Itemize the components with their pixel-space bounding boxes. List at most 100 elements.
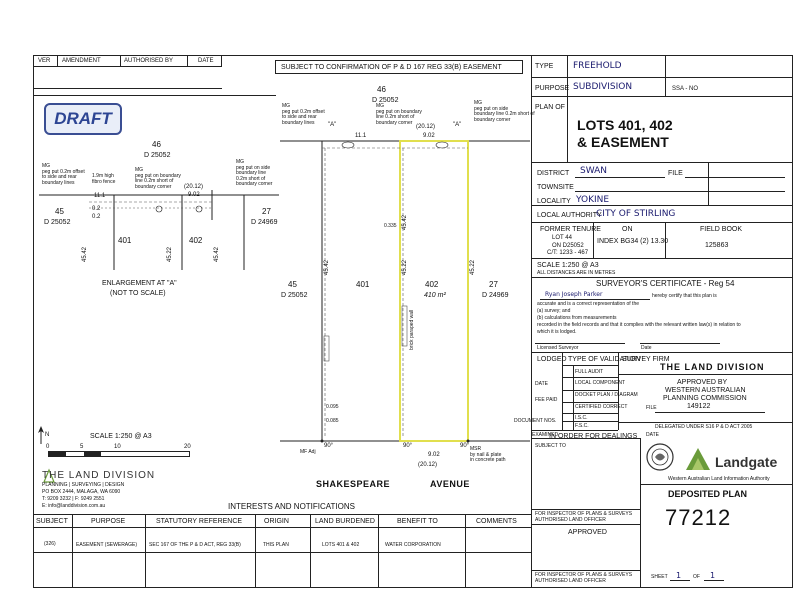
enl-dim-6: 9.02 [188, 192, 200, 198]
landgate-name: Landgate [715, 454, 778, 470]
lot-402-area: 410 m² [424, 292, 446, 299]
enlargement-subtitle: (NOT TO SCALE) [110, 290, 166, 297]
index-value: INDEX BG34 (2) 13.30 [597, 238, 669, 245]
surveyor-line2: accurate and is a correct representation… [537, 301, 640, 307]
local-authority-value: CITY OF STIRLING [596, 209, 676, 219]
mark-a-1: "A" [328, 122, 337, 128]
dim-9-02-top: 9.02 [423, 133, 435, 139]
enl-lot-46: 46 [152, 140, 161, 149]
side-dim-1: 45.42 [324, 259, 330, 275]
scale-note: SCALE 1:250 @ A3 [537, 262, 599, 269]
type-label: TYPE [535, 63, 554, 70]
enl-lot-27: 27 [262, 207, 271, 216]
sheet-label: SHEET [651, 574, 668, 580]
interests-col-purpose: PURPOSE [91, 518, 126, 525]
lot-27-dp: D 24969 [482, 292, 509, 299]
wa-crest-icon [646, 443, 674, 471]
type-of-validation-label: TYPE OF VALIDATION [568, 356, 641, 363]
dim-0-085: 0.085 [326, 418, 339, 424]
confirmation-note-box [275, 60, 523, 74]
enl-lot-45-dp: D 25052 [44, 219, 71, 226]
on-label: ON [622, 226, 633, 233]
deposited-plan-number: 77212 [665, 505, 732, 530]
scale-tick-5: 5 [80, 444, 84, 450]
side-dim-2: 45.42 [402, 214, 408, 230]
dim-9-02-bottom: 9.02 [428, 452, 440, 458]
enl-dim-8: 0.2 [92, 214, 101, 220]
enl-note-1: MG peg put 0.2m offset to side and rear … [42, 163, 85, 186]
angle-2: 90° [403, 443, 413, 449]
approved-line1: APPROVED BY [677, 379, 728, 386]
lot-45-number: 45 [288, 280, 297, 289]
col-ver: VER [38, 58, 51, 64]
angle-1: 90° [324, 443, 334, 449]
type-value: FREEHOLD [573, 61, 622, 71]
wapc-date-label: DATE [646, 432, 659, 438]
north-label: N [45, 432, 50, 438]
dealings-title: IN ORDER FOR DEALINGS [549, 433, 638, 440]
former-tenure-line1: LOT 44 [552, 235, 572, 241]
approved-line2: WESTERN AUSTRALIAN [665, 387, 746, 394]
enl-dim-3: 45.42 [214, 246, 220, 262]
plan-of-label: PLAN OF [535, 104, 565, 111]
field-book-label: FIELD BOOK [700, 226, 743, 233]
lot-46-number: 46 [377, 85, 386, 94]
enl-lot-45: 45 [55, 207, 64, 216]
validation-row-4: CERTIFIED CORRECT [575, 404, 628, 410]
angle-3: 90° [460, 443, 470, 449]
mark-a-2: "A" [453, 122, 462, 128]
interests-row-origin: THIS PLAN [263, 542, 289, 548]
plan-of-line1: LOTS 401, 402 [577, 117, 673, 133]
lodged-label: LODGED [537, 356, 567, 363]
townsite-label: TOWNSITE [537, 184, 574, 191]
interests-col-comments: COMMENTS [476, 518, 517, 525]
enl-note-3: MG peg put on boundary line 0.2m short o… [135, 167, 181, 190]
district-value: SWAN [580, 166, 608, 176]
brick-wall-note: brick paraped wall [409, 309, 415, 350]
enl-lot-401: 401 [118, 236, 132, 245]
lot-45-dp: D 25052 [281, 292, 308, 299]
dim-0-335: 0.335 [384, 223, 397, 229]
validation-row-1: FULL AUDIT [575, 369, 604, 375]
peg-note-1: MG peg put 0.2m offset to side and rear … [282, 103, 325, 126]
peg-note-2: MG peg put on boundary line 0.2m short o… [376, 103, 422, 126]
validation-row-3: DOCKET PLAN / DIAGRAM [575, 392, 638, 398]
deposited-plan-label: DEPOSITED PLAN [668, 489, 748, 499]
fee-paid-label: FEE PAID [535, 397, 558, 403]
lot-46-dp: D 25052 [372, 97, 399, 104]
enl-lot-402: 402 [189, 236, 203, 245]
district-label: DISTRICT [537, 170, 570, 177]
side-dim-4: 45.22 [470, 259, 476, 275]
enl-dim-1: 45.42 [82, 246, 88, 262]
approved-line3: PLANNING COMMISSION [663, 395, 747, 402]
land-division-logo-icon [43, 468, 55, 483]
purpose-label: PURPOSE [535, 85, 570, 92]
top-dim: (20.12) [416, 124, 436, 130]
surveyor-line1: hereby certify that this plan is [652, 293, 717, 299]
interests-title: INTERESTS AND NOTIFICATIONS [228, 502, 355, 511]
locality-value: YOKINE [576, 195, 610, 205]
dim-0-095: 0.095 [326, 404, 339, 410]
interests-col-statutory: STATUTORY REFERENCE [156, 518, 243, 525]
interests-col-origin: ORIGIN [264, 518, 289, 525]
of-label: OF [693, 574, 700, 580]
purpose-value: SUBDIVISION [573, 82, 633, 92]
document-nos-label: DOCUMENT NOS. [514, 418, 557, 424]
enl-dim-7: 0.2 [92, 206, 101, 212]
main-plan-drawing [280, 140, 530, 443]
of-value: 1 [710, 571, 716, 580]
field-book-value: 125863 [705, 242, 729, 249]
validation-row-2: LOCAL COMPONENT [575, 380, 626, 386]
inspector-note-1: FOR INSPECTOR OF PLANS & SURVEYS AUTHORI… [535, 511, 633, 523]
enl-dim-2: 45.22 [167, 246, 173, 262]
interests-col-subject: SUBJECT [36, 518, 68, 525]
col-date: DATE [198, 58, 214, 64]
delegated-note: DELEGATED UNDER S16 P & D ACT 2005 [655, 424, 753, 430]
validation-row-5: I.S.C. [575, 415, 588, 421]
validation-row-6: F.S.C. [575, 423, 589, 429]
firm-logo-name: THE LAND DIVISION [42, 470, 156, 481]
lodged-date-label: DATE [535, 381, 548, 387]
firm-logo-tagline: PLANNING | SURVEYING | DESIGN [42, 482, 125, 488]
side-dim-3: 45.22 [402, 259, 408, 275]
enl-dim-4: (20.12) [184, 184, 204, 190]
